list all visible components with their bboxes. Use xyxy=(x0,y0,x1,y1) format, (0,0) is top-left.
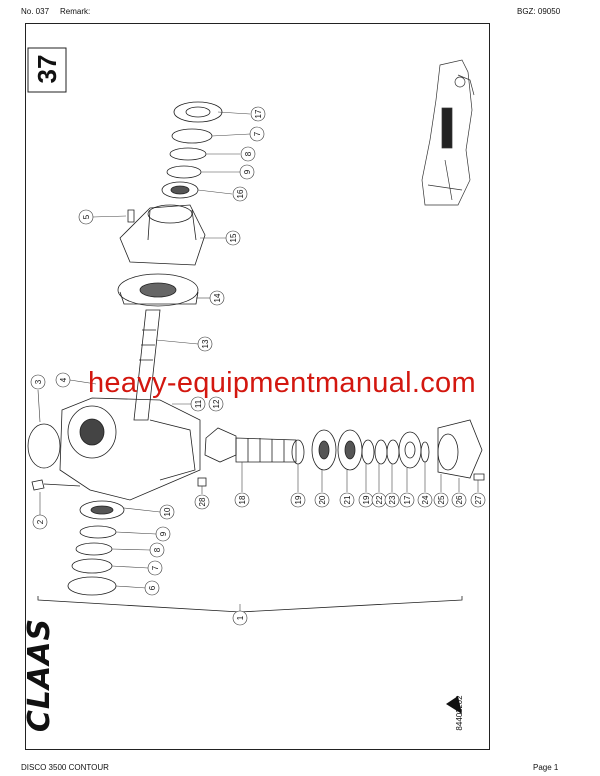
callout-18: 18 xyxy=(238,495,247,504)
callout-14: 14 xyxy=(213,293,222,302)
part-24-oring xyxy=(420,441,430,463)
callout-17: 17 xyxy=(254,109,263,118)
callout-13: 13 xyxy=(201,339,210,348)
callout-26: 26 xyxy=(455,495,464,504)
claas-logo: CLAAS xyxy=(22,617,57,733)
part-10-bearing xyxy=(79,500,125,520)
watermark-text: heavy-equipmentmanual.com xyxy=(88,367,476,399)
callout-15: 15 xyxy=(229,233,238,242)
part-3-cover xyxy=(27,423,61,469)
part-9-ring xyxy=(166,165,202,179)
gearbox-housing xyxy=(59,397,201,501)
part-20-bearing xyxy=(311,429,337,471)
part-8b-shim xyxy=(75,542,113,556)
callout-17b: 17 xyxy=(403,495,412,504)
callout-19b: 19 xyxy=(362,495,371,504)
callout-23: 23 xyxy=(388,495,397,504)
part-13-shaft xyxy=(133,309,161,421)
part-22-shim xyxy=(374,439,388,465)
callout-24: 24 xyxy=(421,495,430,504)
callout-3: 3 xyxy=(34,379,43,384)
callout-1: 1 xyxy=(236,615,245,620)
drawing-frame xyxy=(25,23,490,750)
part-2-bolt xyxy=(31,479,81,491)
part-19b-ring xyxy=(361,439,375,465)
callout-9b: 9 xyxy=(159,531,168,536)
part-18-pinion-shaft xyxy=(204,427,237,463)
callout-16: 16 xyxy=(236,189,245,198)
direction-arrow-icon xyxy=(430,672,462,714)
assembly-bracket xyxy=(37,596,463,613)
part-17-seal xyxy=(173,101,223,123)
part-17b-seal xyxy=(398,431,422,469)
callout-8b: 8 xyxy=(153,547,162,552)
drawing-number: 84403z02 xyxy=(455,695,464,731)
page-indicator: Page 1 xyxy=(533,763,559,772)
callout-11: 11 xyxy=(194,399,203,408)
callout-27: 27 xyxy=(474,495,483,504)
callout-25: 25 xyxy=(437,495,446,504)
callout-12: 12 xyxy=(212,399,221,408)
callout-circles xyxy=(30,106,486,626)
remark-label: Remark: xyxy=(60,7,91,16)
callout-8: 8 xyxy=(244,151,253,156)
callout-2: 2 xyxy=(36,519,45,524)
part-25-cover xyxy=(437,419,483,479)
part-14-bevel-gear xyxy=(117,273,199,307)
callout-5: 5 xyxy=(82,214,91,219)
part-8-shim xyxy=(169,147,207,161)
part-23-shim xyxy=(386,439,400,465)
callout-6: 6 xyxy=(148,585,157,590)
callout-19: 19 xyxy=(294,495,303,504)
part-7-circlip xyxy=(171,128,213,144)
callout-7: 7 xyxy=(253,131,262,136)
bgz-code: BGZ: 09050 xyxy=(517,7,561,16)
callout-4: 4 xyxy=(59,377,68,382)
callout-7b: 7 xyxy=(151,565,160,570)
callout-9: 9 xyxy=(243,169,252,174)
part-27-bolt xyxy=(473,473,485,481)
callout-22: 22 xyxy=(375,495,384,504)
part-7b-circlip xyxy=(71,558,113,574)
document-number: No. 037 xyxy=(21,7,50,16)
callout-10: 10 xyxy=(163,507,172,516)
callout-20: 20 xyxy=(318,495,327,504)
callout-28: 28 xyxy=(198,497,207,506)
part-15-flange xyxy=(119,204,206,266)
callout-21: 21 xyxy=(343,495,352,504)
part-9b-ring xyxy=(79,525,117,539)
model-name: DISCO 3500 CONTOUR xyxy=(21,763,109,772)
part-19-ring xyxy=(291,439,305,465)
locator-inset-diagram xyxy=(421,59,475,206)
part-6-seal xyxy=(67,576,117,596)
